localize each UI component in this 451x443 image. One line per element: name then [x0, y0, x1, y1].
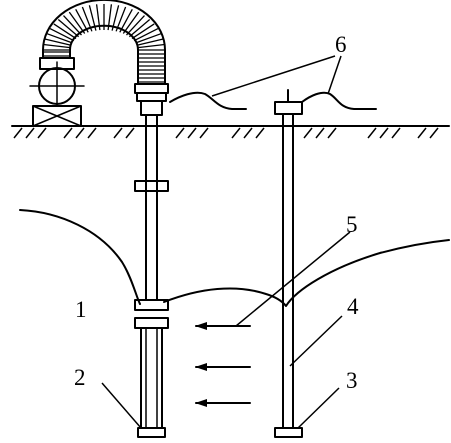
- label-5: 5: [346, 212, 358, 237]
- hose-rib: [68, 11, 86, 34]
- water-flow-arrows: [195, 322, 251, 407]
- filter-section: [137, 327, 166, 438]
- hose-rib: [88, 5, 97, 31]
- pump-head: [39, 57, 75, 70]
- hose-rib: [128, 19, 151, 38]
- hose-rib: [81, 6, 93, 32]
- ground-surface: [11, 125, 450, 139]
- hose-rib: [119, 8, 133, 33]
- hose-ribs: [43, 4, 165, 83]
- hose-rib: [95, 4, 101, 31]
- label-4: 4: [347, 294, 359, 319]
- pipe-coupling: [134, 317, 169, 329]
- label-6: 6: [335, 32, 347, 57]
- hose-rib: [53, 23, 77, 40]
- hose-rib: [43, 43, 71, 49]
- hose-rib: [44, 38, 72, 46]
- leader-lines: [101, 55, 351, 429]
- pipe-coupling: [134, 299, 169, 311]
- hose-rib: [136, 38, 164, 46]
- hose-rib: [126, 15, 145, 36]
- label-1: 1: [75, 297, 87, 322]
- hose-rib: [107, 4, 113, 31]
- hose-rib: [46, 33, 73, 44]
- pipe-coupling: [134, 180, 169, 192]
- main-collector-pipe: [134, 83, 169, 329]
- filter-tip: [137, 427, 166, 438]
- hose-rib: [63, 15, 82, 36]
- hose-rib: [111, 5, 120, 31]
- discharge-hoses: [169, 91, 377, 110]
- hose-rib: [122, 11, 140, 34]
- hose-rib: [57, 19, 80, 38]
- hose-rib: [135, 33, 162, 44]
- hose-rib: [49, 28, 75, 42]
- pump-base: [32, 105, 82, 127]
- hose-rib: [115, 6, 127, 32]
- hose-rib: [75, 8, 89, 33]
- pump-unit: [29, 57, 85, 127]
- riser-pipe: [274, 89, 303, 438]
- hose-rib: [133, 28, 159, 42]
- hose-rib: [131, 23, 155, 40]
- ground-hatching: [13, 127, 439, 139]
- flexible-hose: [42, 0, 166, 85]
- hose-rib: [137, 43, 165, 49]
- label-2: 2: [74, 365, 86, 390]
- water-table-curve: [19, 209, 450, 307]
- label-3: 3: [346, 368, 358, 393]
- riser-pipe-tip: [274, 427, 303, 438]
